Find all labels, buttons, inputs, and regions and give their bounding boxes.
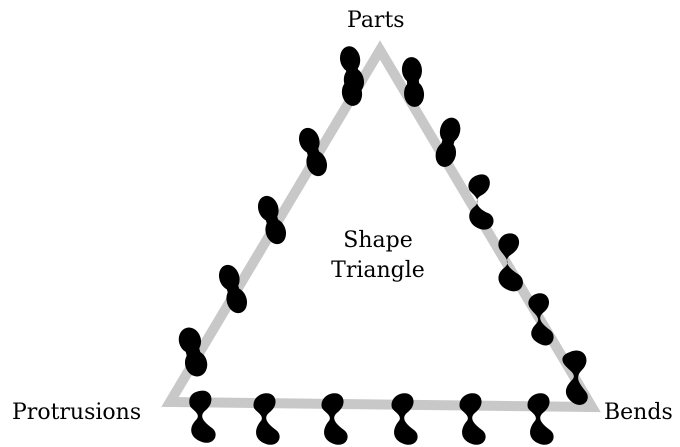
vertex-label-parts: Parts xyxy=(347,8,405,33)
vertex-label-bends: Bends xyxy=(604,400,673,425)
center-label: Shape Triangle xyxy=(300,226,456,286)
center-label-line2: Triangle xyxy=(300,256,456,286)
left-edge-shapes xyxy=(176,45,366,379)
bend-shape xyxy=(562,351,587,405)
center-label-line1: Shape xyxy=(300,226,456,256)
vertex-label-protrusions: Protrusions xyxy=(12,400,141,425)
protrusion-shape xyxy=(527,393,553,445)
